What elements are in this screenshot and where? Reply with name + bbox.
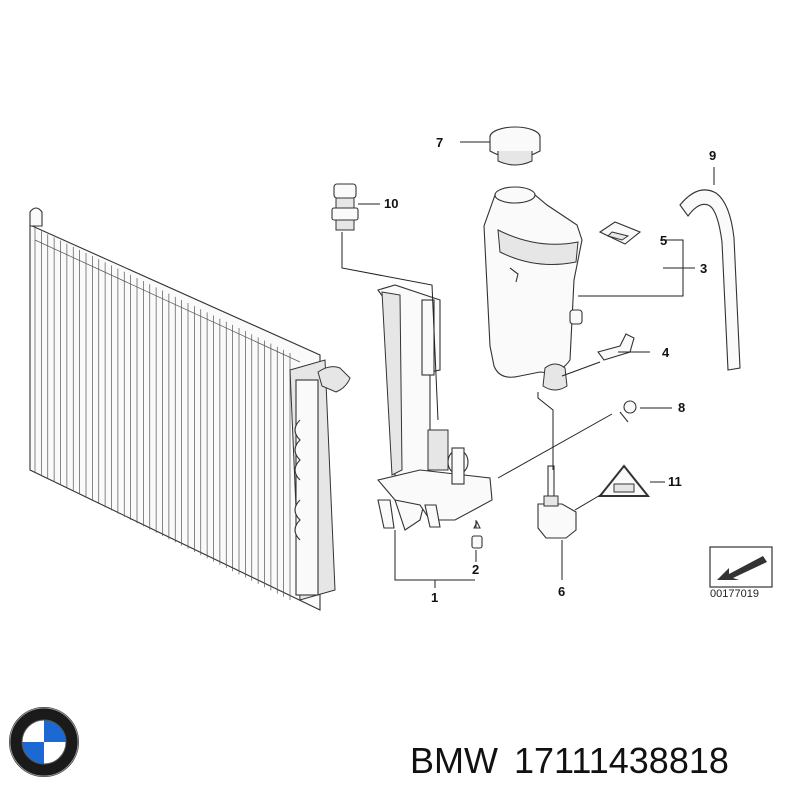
callout-7: 7 xyxy=(436,135,443,150)
callout-8: 8 xyxy=(678,400,685,415)
callout-9: 9 xyxy=(709,148,716,163)
callout-5: 5 xyxy=(660,233,667,248)
callout-11: 11 xyxy=(668,474,682,489)
part-2-screw xyxy=(471,520,483,549)
radiator xyxy=(29,207,351,611)
part-5-clip xyxy=(598,221,642,245)
leader-lines xyxy=(341,141,715,588)
callout-10: 10 xyxy=(384,196,398,211)
diagram-reference-number: 00177019 xyxy=(710,588,759,600)
part-caption: BMW 17111438818 xyxy=(410,738,795,784)
bmw-roundel-logo xyxy=(9,707,79,777)
callout-6: 6 xyxy=(558,584,565,599)
part-10-rubber-mount xyxy=(331,183,359,231)
part-1-bracket xyxy=(376,284,493,531)
callout-1: 1 xyxy=(431,590,438,605)
part-7-cap xyxy=(489,126,541,166)
part-8-screw xyxy=(619,400,637,423)
part-11-warning-label xyxy=(597,464,651,497)
callout-2: 2 xyxy=(472,562,479,577)
part-6-level-sensor xyxy=(537,465,577,539)
part-4-wire-bracket xyxy=(597,333,635,361)
callout-4: 4 xyxy=(662,345,670,360)
part-number: 17111438818 xyxy=(513,740,729,781)
part-9-hose xyxy=(679,189,741,371)
brand-name: BMW xyxy=(410,740,498,781)
callout-3: 3 xyxy=(700,261,707,276)
arrow-pointing-down-left-icon xyxy=(709,546,773,588)
part-3-expansion-tank xyxy=(483,186,583,391)
